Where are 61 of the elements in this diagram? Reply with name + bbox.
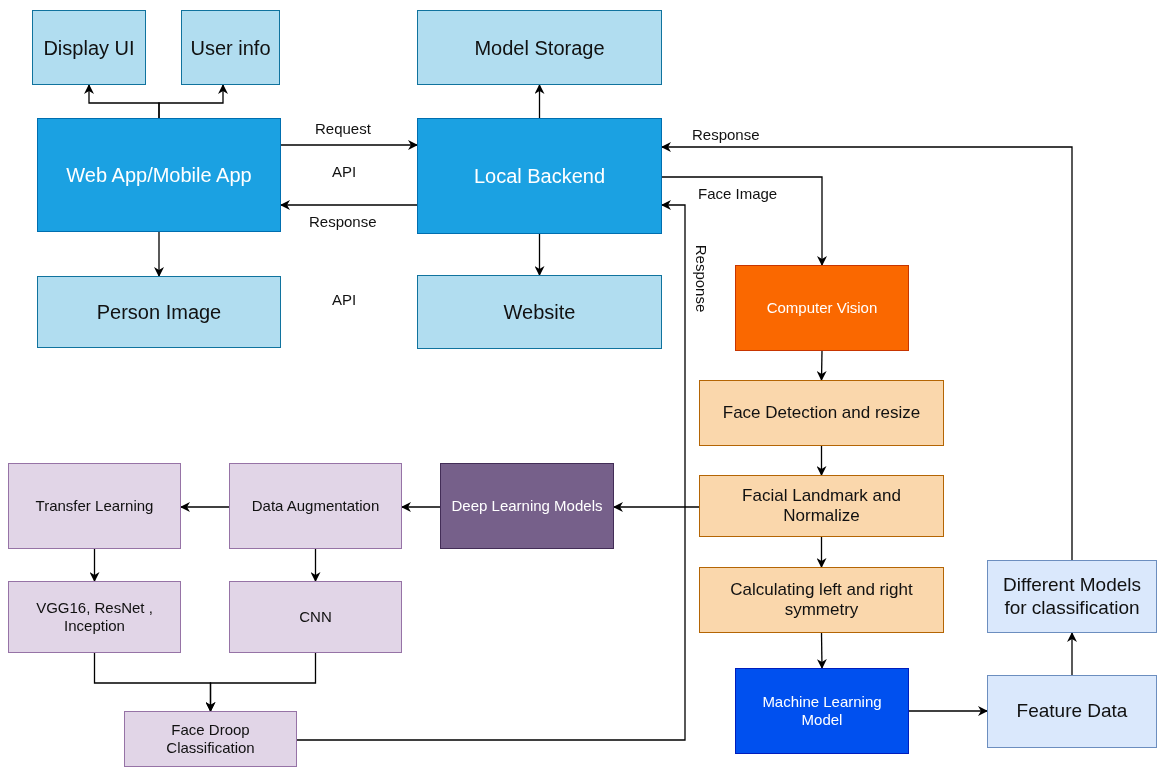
box-label: CNN [298, 608, 333, 626]
box-label: Display UI [42, 35, 136, 60]
arrow [816, 632, 827, 669]
arrow [816, 445, 827, 476]
process-box [229, 581, 402, 653]
process-box [699, 380, 944, 446]
arrow [613, 502, 700, 512]
box-label: Face Droop Classification [165, 721, 256, 757]
arrow [908, 706, 988, 716]
box-label: Data Augmentation [250, 497, 381, 515]
arrow [661, 176, 827, 266]
arrow [534, 84, 545, 119]
box-label: Face Detection and resize [721, 402, 922, 424]
box-label: VGG16, ResNet , Inception [35, 599, 154, 635]
process-box [735, 668, 909, 754]
arrow [661, 142, 1073, 561]
process-box [987, 675, 1157, 748]
arrow [280, 140, 418, 150]
box-label: Computer Vision [765, 299, 879, 317]
box-label: Feature Data [1015, 700, 1129, 723]
process-box [440, 463, 614, 549]
box-label: Transfer Learning [34, 497, 155, 515]
box-label: Different Models for classification [1002, 573, 1142, 620]
box-label: User info [189, 35, 272, 60]
arrow [205, 652, 317, 712]
arrow [154, 231, 164, 277]
box-label: Model Storage [473, 35, 606, 60]
process-box [987, 560, 1157, 633]
process-box [699, 567, 944, 633]
process-box [417, 10, 662, 85]
process-box [735, 265, 909, 351]
arrow [310, 548, 321, 582]
process-box [32, 10, 146, 85]
process-box [8, 581, 181, 653]
arrow [158, 84, 228, 119]
arrow [816, 536, 827, 568]
box-label: Facial Landmark and Normalize [741, 485, 902, 527]
box-label: Person Image [95, 300, 223, 324]
process-box [8, 463, 181, 549]
arrow [296, 200, 686, 741]
process-box [37, 276, 281, 348]
box-label: Machine Learning Model [761, 693, 883, 729]
arrow [534, 233, 545, 276]
arrow [180, 502, 230, 512]
process-box [699, 475, 944, 537]
arrow [89, 548, 100, 582]
process-box [417, 275, 662, 349]
box-label: Web App/Mobile App [65, 163, 253, 187]
box-label: Website [502, 300, 577, 324]
box-label: Local Backend [472, 164, 607, 188]
process-box [124, 711, 297, 767]
process-box [417, 118, 662, 234]
arrow [401, 502, 441, 512]
arrow [816, 350, 827, 381]
box-label: Calculating left and right symmetry [729, 579, 914, 621]
arrow [280, 200, 418, 210]
process-box [37, 118, 281, 232]
process-box [229, 463, 402, 549]
process-box [181, 10, 280, 85]
arrow [1067, 632, 1077, 676]
box-label: Deep Learning Models [450, 497, 604, 515]
